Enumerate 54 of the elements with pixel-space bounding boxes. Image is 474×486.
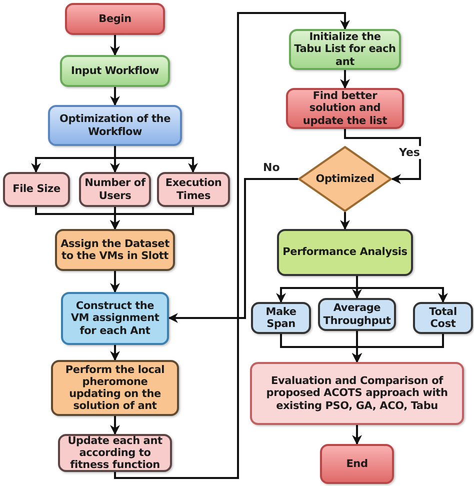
process-box	[60, 55, 170, 87]
node-label: Construct the VM assignment for each Ant	[70, 300, 160, 337]
process-box	[55, 229, 175, 271]
node-label: Number of Users	[84, 177, 146, 202]
node-label: Evaluation and Comparison of proposed ACOTS approach with existing PSO, GA, ACO, Tabu	[265, 375, 449, 412]
terminal-box	[320, 444, 394, 484]
node-label: Optimized	[316, 172, 374, 186]
arrow	[352, 334, 444, 363]
node-label: Performance Analysis	[282, 246, 408, 259]
arrow	[110, 416, 120, 435]
node-label: Average Throughput	[323, 302, 391, 327]
node-label: Input Workflow	[71, 64, 159, 78]
node-label: Execution Times	[164, 177, 223, 202]
node-label: Make Span	[264, 306, 298, 330]
arrow	[340, 70, 350, 89]
node-label: End	[346, 458, 368, 470]
process-box	[277, 229, 413, 276]
node-label: Perform the local pheromone updating on the solution of ant	[64, 364, 166, 412]
node-label: Begin	[98, 12, 132, 26]
arrow	[110, 271, 120, 293]
node-label: Assign the Dataset to the VMs in Slott	[60, 238, 170, 262]
node-label: Total Cost	[428, 306, 458, 330]
node-label: Initialize the Tabu List for each ant	[294, 31, 396, 68]
arrow	[168, 178, 298, 323]
arrow	[344, 129, 421, 184]
arrow	[340, 212, 350, 230]
process-box	[51, 360, 179, 416]
process-box	[157, 172, 230, 207]
arrow	[110, 35, 120, 56]
process-box	[61, 292, 169, 345]
process-box	[79, 172, 151, 207]
arrow	[110, 87, 120, 106]
edge-label: Yes	[398, 146, 421, 160]
process-box	[251, 302, 311, 334]
process-box	[58, 434, 172, 472]
process-box	[3, 172, 70, 207]
process-box	[48, 105, 182, 146]
arrow	[114, 12, 350, 479]
arrow	[352, 425, 362, 445]
process-box	[318, 298, 396, 331]
process-box	[286, 88, 404, 129]
process-box	[250, 362, 464, 425]
arrow	[110, 207, 194, 230]
node-label: Find better solution and update the list	[302, 90, 388, 127]
node-label: File Size	[12, 183, 60, 196]
arrow	[356, 276, 448, 303]
process-box	[413, 302, 473, 334]
decision-diamond	[298, 146, 392, 212]
arrow	[114, 146, 198, 173]
arrow	[110, 345, 120, 361]
node-label: Optimization of the Workflow	[58, 113, 172, 138]
terminal-box	[65, 3, 165, 35]
edge-label: No	[262, 161, 281, 174]
node-label: Update each ant according to fitness function	[66, 434, 164, 472]
